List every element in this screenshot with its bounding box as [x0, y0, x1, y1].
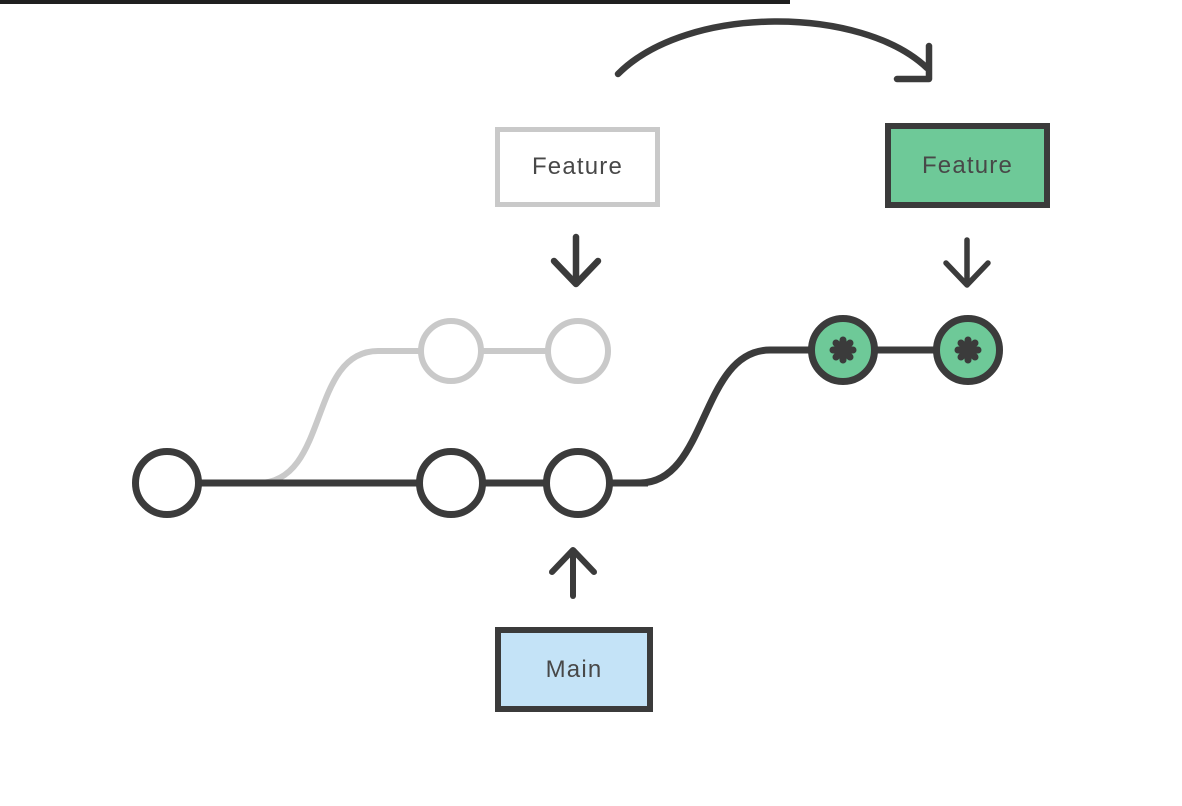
rebase-arc-arrowhead-icon [893, 42, 933, 83]
old-feature-branch-line [257, 348, 578, 486]
main-branch-label: Main [495, 627, 653, 712]
main-commit-1 [132, 448, 202, 518]
feature-branch-label-before: Feature [495, 127, 660, 207]
main-commit-3 [543, 448, 613, 518]
down-arrow-icon [550, 233, 602, 288]
old-feature-commit-2 [545, 318, 611, 384]
up-arrow-icon [549, 547, 597, 599]
down-arrow-icon [943, 237, 991, 288]
feature-label-text: Feature [531, 153, 624, 180]
main-commit-2 [416, 448, 486, 518]
old-feature-commit-1 [418, 318, 484, 384]
feature-branch-label-after: Feature [885, 123, 1050, 208]
rebased-feature-branch-line [639, 346, 968, 487]
top-border-bar [0, 0, 790, 4]
main-label-text: Main [545, 655, 603, 683]
asterisk-icon [954, 336, 982, 364]
asterisk-icon [829, 336, 857, 364]
feature-label-text: Feature [921, 151, 1014, 179]
rebase-arc-arrow [614, 18, 931, 78]
